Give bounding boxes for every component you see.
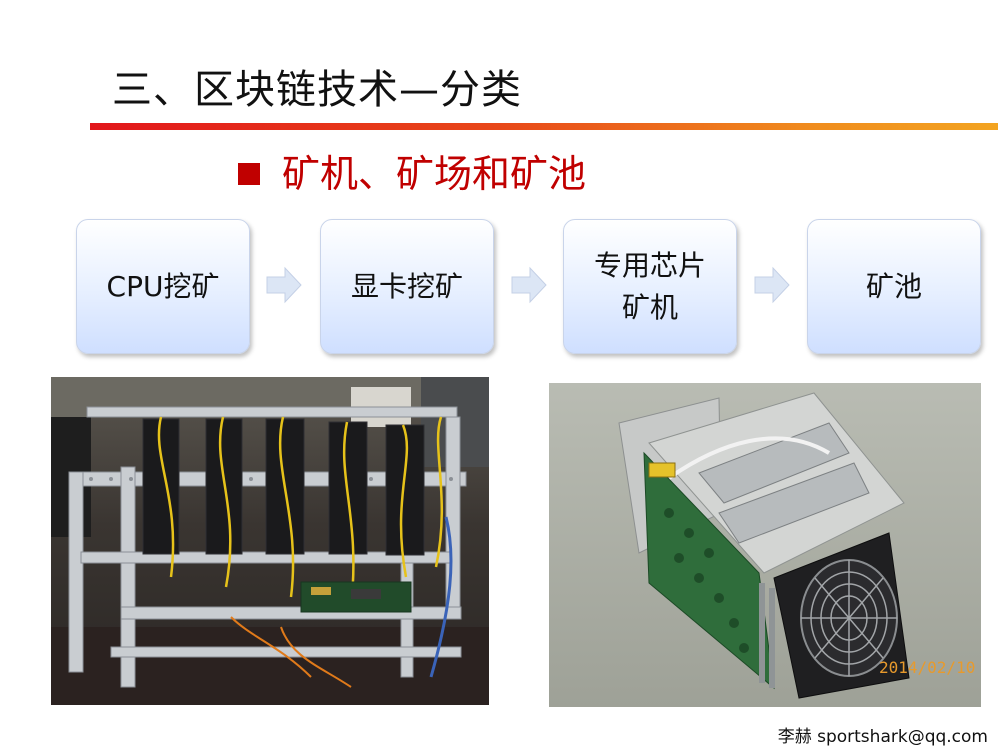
- step-mining-pool: 矿池: [807, 219, 981, 354]
- square-bullet-icon: [238, 163, 260, 185]
- right-arrow-icon: [266, 266, 302, 304]
- step-label: 矿池: [865, 269, 922, 303]
- author-credit: 李赫 sportshark@qq.com: [777, 727, 988, 747]
- gpu-mining-rig-photo: [51, 377, 489, 705]
- asic-miner-photo: 2014/02/10: [549, 383, 981, 707]
- subtitle-bullet-row: 矿机、矿场和矿池: [238, 150, 586, 198]
- right-arrow-icon: [511, 266, 547, 304]
- step-label: 显卡挖矿: [350, 269, 463, 303]
- subtitle: 矿机、矿场和矿池: [282, 152, 587, 196]
- step-label-line-2: 矿机: [621, 290, 678, 324]
- step-asic-miner: 专用芯片 矿机: [563, 219, 737, 354]
- title-underline: [90, 123, 998, 130]
- step-gpu-mining: 显卡挖矿: [320, 219, 494, 354]
- step-cpu-mining: CPU挖矿: [76, 219, 250, 354]
- right-arrow-icon: [754, 266, 790, 304]
- photo-timestamp: 2014/02/10: [879, 658, 975, 677]
- step-label-line-1: 专用芯片: [593, 248, 706, 282]
- step-label: CPU挖矿: [106, 269, 220, 303]
- slide-title: 三、区块链技术—分类: [112, 67, 522, 113]
